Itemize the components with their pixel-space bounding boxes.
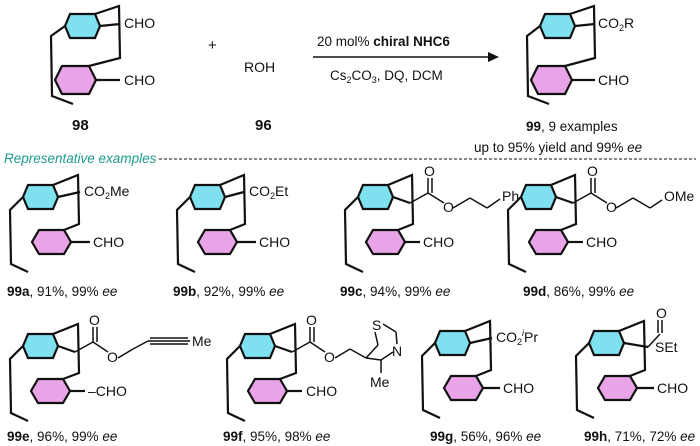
reaction-conditions-line1: 20 mol% chiral NHC6 [317,34,450,49]
example-99d-methoxy: OMe [664,188,695,204]
product-ester-group: CO2R [598,15,634,33]
example-99e-cho: –CHO [88,383,127,399]
example-99a-ester: CO2Me [84,183,130,201]
plus-sign: + [208,37,217,54]
example-99d-carbonyl-o: O [587,163,598,179]
product-yield-summary: up to 95% yield and 99% ee [474,140,642,155]
example-99b-structure [175,173,256,273]
example-99c-label: 99c, 94%, 99% ee [340,284,450,299]
example-99a-structure [8,173,90,273]
example-99d-label: 99d, 86%, 99% ee [523,284,634,299]
reaction-arrow [313,52,499,62]
example-99c-cho: CHO [423,234,454,250]
example-99c-structure [343,173,420,273]
example-99d-structure [506,173,583,273]
top-benzene-ring [63,12,102,40]
example-99c-ester-o: O [443,199,454,215]
example-99h-structure [574,319,654,419]
example-99f-label: 99f, 95%, 98% ee [223,429,330,444]
example-99d-cho: CHO [586,234,617,250]
reactant-compound-number: 98 [72,117,89,134]
product-99-structure [525,4,597,106]
example-99a-cho: CHO [93,234,124,250]
example-99h-carbonyl-o: O [656,305,667,321]
product-compound-number: 99 [526,119,541,134]
example-99c-carbonyl-o: O [424,163,435,179]
example-99e-methyl: Me [192,333,212,349]
example-99e-ester-o: O [107,349,118,365]
example-99e-structure [8,322,85,422]
example-99e-label: 99e, 96%, 99% ee [7,429,117,444]
product-summary: 99, 9 examples [526,119,618,134]
example-99d-ester-o: O [606,199,617,215]
reactant-98-structure [49,4,122,106]
example-99c-ester-chain [409,178,501,209]
example-99d-ester-chain [572,178,663,209]
example-99f-thiazole-ring [365,323,398,373]
example-99f-cho: CHO [306,383,337,399]
example-99f-ester-o: O [324,349,335,365]
example-99e-carbonyl-o: O [89,312,100,328]
example-99c-phenyl: Ph [502,188,519,204]
example-99f-methyl: Me [370,374,390,390]
section-title: Representative examples [4,151,157,166]
example-99f-thiazole-s: S [372,317,381,333]
example-99f-structure [225,322,302,422]
example-99a-label: 99a, 91%, 99% ee [7,284,117,299]
example-99g-ester: CO2iPr [496,328,538,347]
example-99b-cho: CHO [259,234,290,250]
example-99g-structure [420,319,500,419]
example-99e-ester-chain [74,327,190,359]
example-99h-thioester [647,320,663,348]
example-99h-label: 99h, 71%, 72% ee [584,429,695,444]
reactant-cho-bottom: CHO [124,72,155,88]
catalyst-loading: 20 mol% [317,34,370,49]
example-99f-thiazole-n: N [392,343,402,359]
example-99f-ester-chain [291,327,367,359]
bridge-left [49,25,74,106]
product-cho: CHO [598,72,629,88]
example-99b-ester: CO2Et [249,183,288,201]
example-99b-label: 99b, 92%, 99% ee [173,284,284,299]
example-99f-carbonyl-o: O [306,312,317,328]
reactant-cho-top: CHO [124,15,155,31]
catalyst-name: chiral NHC6 [373,34,450,49]
example-99g-cho: CHO [503,380,534,396]
bridge-right [88,4,122,68]
alcohol-formula: ROH [244,59,275,75]
reaction-conditions-line2: Cs2CO3, DQ, DCM [330,68,443,85]
example-99g-label: 99g, 56%, 96% ee [430,429,541,444]
alcohol-compound-number: 96 [255,117,272,134]
example-99h-cho: CHO [657,380,688,396]
bottom-benzene-ring [53,64,98,96]
example-99h-set: SEt [655,339,678,355]
